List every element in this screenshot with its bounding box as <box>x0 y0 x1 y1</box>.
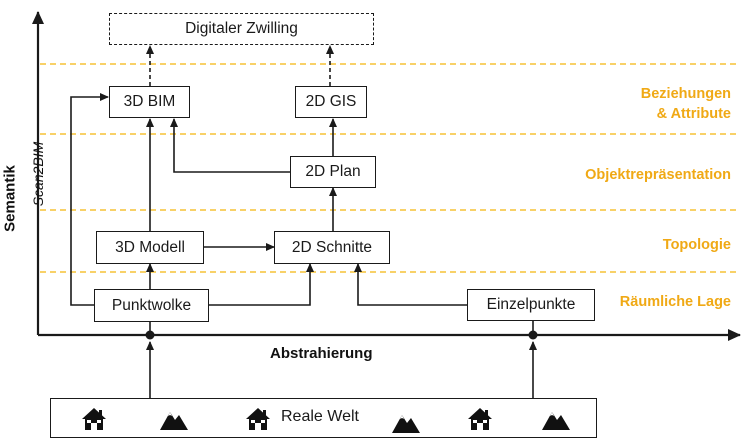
node-2d-schnitte: 2D Schnitte <box>274 231 390 264</box>
arrow-plan-bim <box>170 118 290 173</box>
arrow-einzelpunkte-schnitte <box>354 263 467 306</box>
node-2d-gis: 2D GIS <box>295 86 367 118</box>
level-label-raeumlich: Räumliche Lage <box>619 294 731 310</box>
mountain-icon <box>542 412 570 430</box>
real-world-box: Reale Welt <box>50 398 597 438</box>
house-icon <box>82 408 106 430</box>
node-3d-modell: 3D Modell <box>96 231 204 264</box>
y-axis-label: Semantik <box>1 165 19 232</box>
real-world-label: Reale Welt <box>281 408 359 425</box>
level-label-beziehungen: Beziehungen & Attribute <box>640 86 731 122</box>
mountain-icon <box>392 415 420 433</box>
x-axis-label: Abstrahierung <box>270 345 373 362</box>
node-2d-plan: 2D Plan <box>290 156 376 188</box>
house-icon <box>468 408 492 430</box>
connectors <box>70 45 537 398</box>
level-label-topologie: Topologie <box>662 237 731 253</box>
node-3d-bim: 3D BIM <box>109 86 190 118</box>
node-punktwolke: Punktwolke <box>94 289 209 322</box>
mountain-icon <box>160 412 188 430</box>
level-lines <box>40 63 740 273</box>
node-einzelpunkte: Einzelpunkte <box>467 289 595 321</box>
axes <box>32 11 741 341</box>
node-digitaler-zwilling: Digitaler Zwilling <box>109 13 374 45</box>
house-icon <box>246 408 270 430</box>
level-label-objekt: Objektrepräsentation <box>585 167 731 183</box>
scan2bim-label: Scan2BIM <box>30 141 46 207</box>
arrow-scan2bim <box>70 93 109 306</box>
arrow-punktwolke-schnitte <box>209 263 314 306</box>
